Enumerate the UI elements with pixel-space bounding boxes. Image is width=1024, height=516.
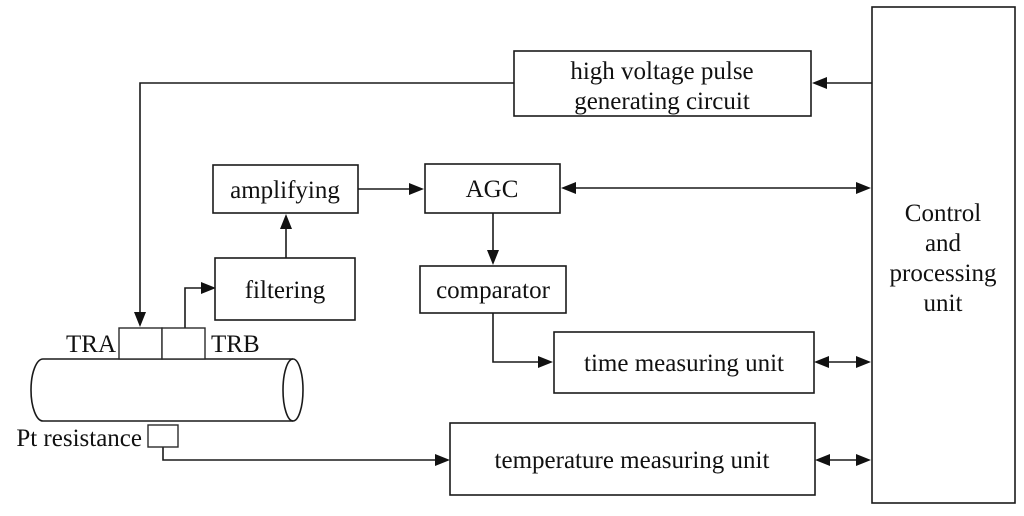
wire-tempunit-control-bidirectional: [815, 454, 871, 466]
node-temperature-measuring-unit: temperature measuring unit: [449, 422, 816, 496]
node-amplifying-label: amplifying: [230, 177, 340, 204]
pt-resistance-block: [147, 424, 179, 448]
wire-agc-control-bidirectional: [561, 182, 871, 194]
wire-hvpulse-to-tra: [134, 82, 514, 327]
label-tra: TRA: [66, 331, 116, 358]
transducer-trb-block: [161, 327, 206, 360]
node-control-processing-unit: Control and processing unit: [871, 6, 1016, 504]
wire-trb-to-filtering: [184, 282, 216, 328]
pipe-cylinder: [30, 358, 304, 422]
wire-comparator-to-timeunit: [492, 313, 553, 368]
node-hv-pulse-label-line1: high voltage pulse: [570, 58, 753, 85]
node-control-label-line1: Control: [905, 200, 981, 227]
label-trb: TRB: [211, 331, 260, 358]
node-time-measuring-unit: time measuring unit: [553, 331, 815, 394]
node-comparator-label: comparator: [436, 277, 551, 304]
node-temperature-measuring-unit-label: temperature measuring unit: [495, 447, 770, 474]
node-time-measuring-unit-label: time measuring unit: [584, 350, 784, 377]
node-agc: AGC: [424, 163, 561, 214]
node-filtering-label: filtering: [245, 277, 326, 304]
node-comparator: comparator: [419, 265, 567, 314]
node-filtering: filtering: [214, 257, 356, 321]
node-control-label-line2: and: [925, 230, 962, 257]
node-agc-label: AGC: [466, 176, 519, 203]
node-amplifying: amplifying: [212, 164, 359, 214]
wire-control-to-hvpulse: [812, 77, 872, 89]
transducer-tra-block: [118, 327, 163, 360]
wire-pt-to-tempunit: [162, 447, 450, 466]
node-hv-pulse-label-line2: generating circuit: [574, 88, 750, 115]
node-control-label-line3: processing: [890, 260, 997, 287]
wire-timeunit-control-bidirectional: [814, 356, 871, 368]
label-pt-resistance: Pt resistance: [16, 425, 142, 452]
node-control-label-line4: unit: [924, 290, 963, 317]
node-hv-pulse-generating-circuit: high voltage pulse generating circuit: [513, 50, 812, 117]
wire-amplifying-to-agc: [358, 183, 424, 195]
wire-filtering-to-amplifying: [280, 214, 292, 258]
wire-agc-to-comparator: [487, 213, 499, 265]
